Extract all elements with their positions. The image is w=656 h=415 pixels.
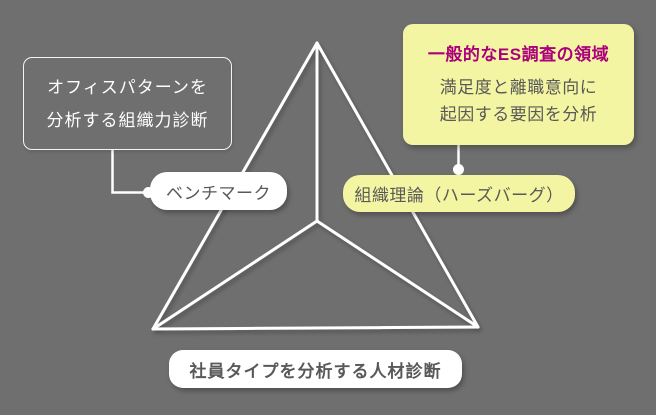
org-theory-box: 組織理論（ハーズバーグ） [343,175,575,212]
es-survey-description: 満足度と離職意向に 起因する要因を分析 [440,74,598,128]
office-diagnosis-box: オフィスパターンを 分析する組織力診断 [23,57,232,150]
office-diagnosis-line1: オフィスパターンを [47,77,208,97]
connector-benchmark-line [111,150,146,194]
tetrahedron-spoke-left [151,219,319,331]
org-theory-label: 組織理論（ハーズバーグ） [354,186,564,205]
hr-diagnosis-box: 社員タイプを分析する人材診断 [169,350,462,388]
hr-diagnosis-label: 社員タイプを分析する人材診断 [189,361,442,381]
connector-dot-org-theory [453,164,464,175]
es-survey-desc-line1: 満足度と離職意向に [439,78,598,97]
es-survey-desc-line2: 起因する要因を分析 [439,105,598,124]
tetrahedron-edge-base [151,325,480,331]
es-survey-title: 一般的なES調査の領域 [427,45,610,64]
connector-dot-benchmark [143,187,154,198]
office-diagnosis-line2: 分析する組織力診断 [46,110,209,130]
tetrahedron-spoke-right [315,219,480,329]
es-survey-box: 一般的なES調査の領域 満足度と離職意向に 起因する要因を分析 [403,24,634,145]
benchmark-label: ベンチマーク [166,183,271,203]
benchmark-box: ベンチマーク [150,172,287,210]
